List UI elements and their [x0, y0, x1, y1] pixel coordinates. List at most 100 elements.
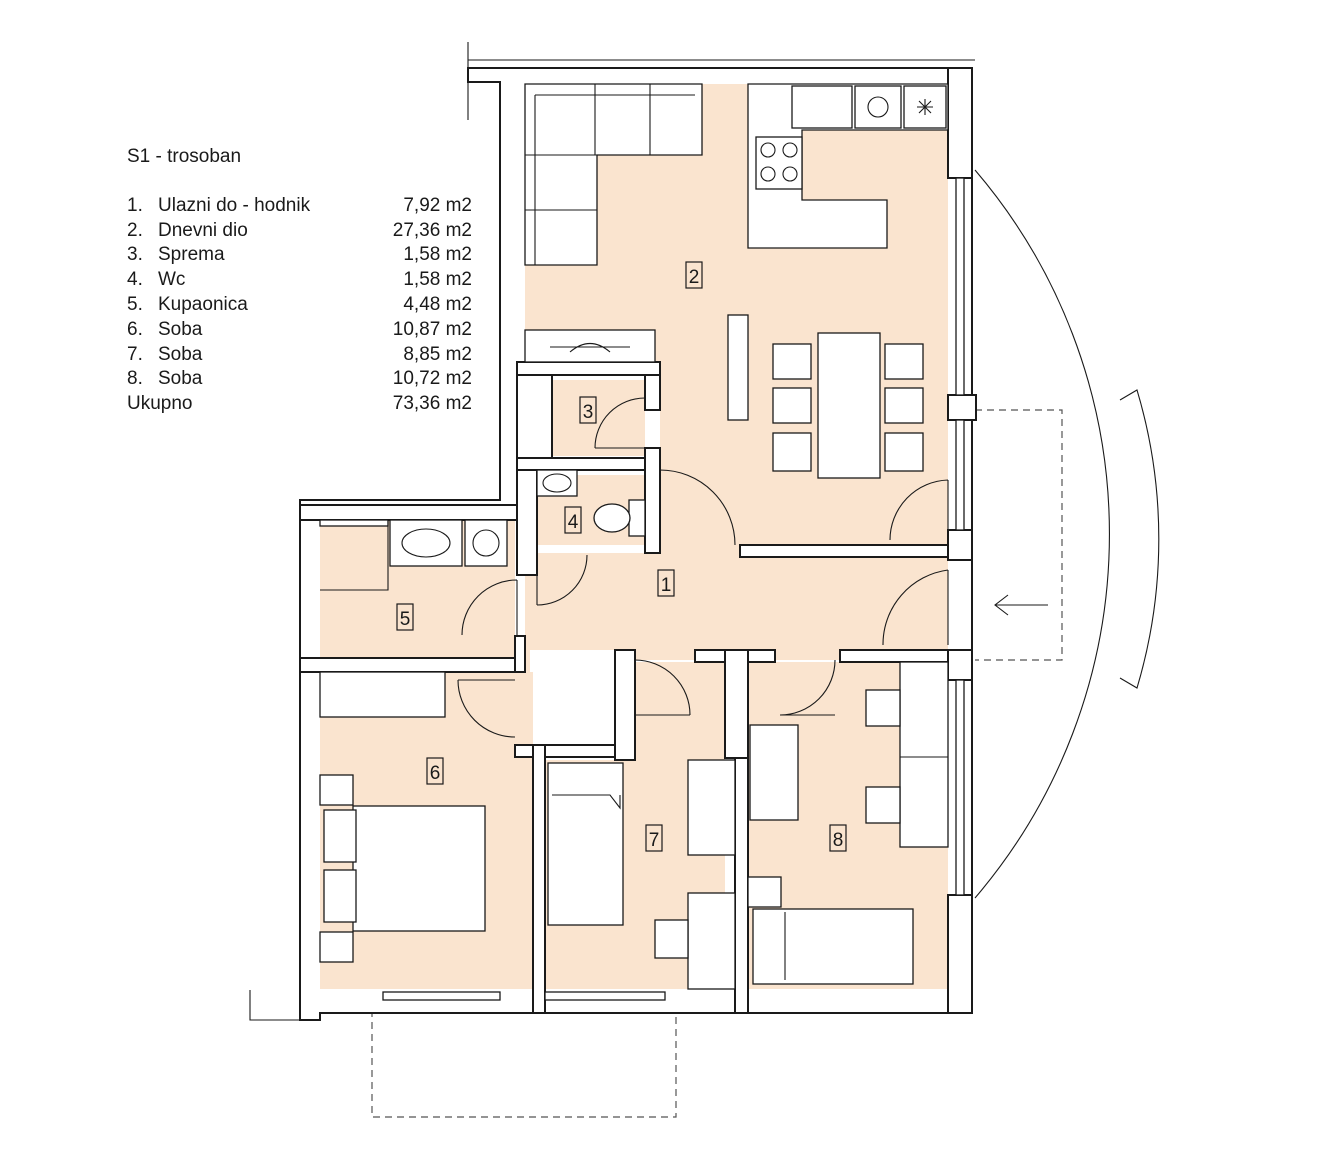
chair: [884, 432, 924, 472]
chair: [865, 786, 901, 824]
doors: [457, 397, 949, 738]
room-label-5: 5: [396, 603, 414, 631]
door-swing: [889, 479, 949, 541]
balcony-railing: [1119, 389, 1160, 689]
svg-text:7: 7: [649, 830, 660, 851]
chair: [865, 689, 901, 727]
toilet: [593, 503, 631, 533]
legend-area: 7,92 m2: [403, 194, 472, 216]
sanitary-fixtures: [319, 469, 646, 591]
washing-machine: [854, 85, 902, 129]
legend-area: 10,87 m2: [392, 318, 472, 340]
nightstand: [319, 774, 354, 806]
legend-num: 3.: [127, 244, 143, 266]
wardrobe: [749, 724, 799, 821]
legend-num: 5.: [127, 293, 143, 315]
door-swing: [779, 659, 836, 716]
room-label-3: 3: [579, 396, 597, 424]
wardrobe: [687, 759, 736, 856]
single-bed: [547, 762, 624, 926]
entrance-door-swing: [882, 569, 949, 646]
windows: [382, 177, 965, 1001]
room-label-8: 8: [829, 824, 847, 852]
room-floor-3: [552, 380, 645, 456]
legend-num: 1.: [127, 194, 143, 216]
nightstand: [747, 876, 782, 908]
legend-name: Kupaonica: [158, 293, 248, 315]
room-label-1: 1: [657, 569, 675, 597]
legend-num: 6.: [127, 318, 143, 340]
pillow: [323, 869, 357, 923]
legend-row: 4. Wc 1,58 m2: [127, 268, 472, 293]
legend-total-label: Ukupno: [127, 393, 193, 415]
sink: [791, 85, 853, 129]
double-bed: [352, 805, 486, 932]
door-swing: [594, 397, 646, 449]
terrace-edge-line: [249, 990, 320, 1021]
svg-text:1: 1: [661, 575, 672, 596]
wardrobe: [319, 671, 446, 718]
wc-cistern: [628, 499, 646, 537]
legend-row: 3. Sprema 1,58 m2: [127, 243, 472, 268]
room-label-6: 6: [426, 757, 444, 785]
chair: [884, 343, 924, 380]
window: [382, 991, 501, 1001]
svg-text:6: 6: [430, 763, 441, 784]
room-legend: S1 - trosoban 1. Ulazni do - hodnik 7,92 m…: [127, 145, 472, 417]
legend-area: 4,48 m2: [403, 293, 472, 315]
shower-area: [320, 520, 389, 591]
tv-unit: [524, 329, 656, 363]
legend-row: 2. Dnevni dio 27,36 m2: [127, 219, 472, 244]
desk: [687, 892, 736, 990]
room-label-4: 4: [564, 506, 582, 534]
legend-area: 10,72 m2: [392, 368, 472, 390]
legend-name: Sprema: [158, 244, 225, 266]
door-swing: [634, 659, 691, 716]
legend-num: 8.: [127, 368, 143, 390]
chair: [772, 343, 812, 380]
nightstand: [319, 931, 354, 963]
legend-name: Soba: [158, 368, 203, 390]
legend-area: 1,58 m2: [403, 269, 472, 291]
legend-row: 6. Soba 10,87 m2: [127, 318, 472, 343]
entrance-arrow-icon: [994, 594, 1048, 616]
living-furniture: [524, 83, 949, 479]
legend-name: Ulazni do - hodnik: [158, 194, 311, 216]
svg-text:5: 5: [400, 609, 411, 630]
stove: [755, 136, 803, 190]
bath-shelf: [319, 519, 389, 527]
legend-area: 1,58 m2: [403, 244, 472, 266]
svg-text:4: 4: [568, 512, 579, 533]
door-swing: [659, 469, 736, 546]
chair: [772, 432, 812, 472]
legend-num: 7.: [127, 343, 143, 365]
window: [544, 991, 666, 1001]
legend-area: 27,36 m2: [392, 219, 472, 241]
legend-total-area: 73,36 m2: [392, 393, 472, 415]
svg-text:8: 8: [833, 830, 844, 851]
legend-row: 8. Soba 10,72 m2: [127, 367, 472, 392]
chair: [654, 919, 689, 959]
room-label-2: 2: [685, 261, 703, 289]
room-label-7: 7: [645, 824, 663, 852]
legend-num: 4.: [127, 269, 143, 291]
window: [955, 679, 965, 896]
bedroom-6-furniture: [319, 671, 486, 963]
window: [955, 177, 965, 396]
chair: [884, 387, 924, 424]
legend-row: 1. Ulazni do - hodnik 7,92 m2: [127, 194, 472, 219]
legend-area: 8,85 m2: [403, 343, 472, 365]
bathroom-sink: [389, 519, 463, 567]
bedroom-8-furniture: [747, 661, 949, 985]
legend-num: 2.: [127, 219, 143, 241]
legend-name: Soba: [158, 318, 203, 340]
legend-name: Dnevni dio: [158, 219, 248, 241]
dining-table: [817, 332, 881, 479]
entrance-canopy-outline: [975, 409, 1063, 661]
chair: [772, 387, 812, 424]
pillow: [323, 809, 357, 863]
legend-name: Wc: [158, 269, 186, 291]
legend-title: S1 - trosoban: [127, 146, 242, 167]
